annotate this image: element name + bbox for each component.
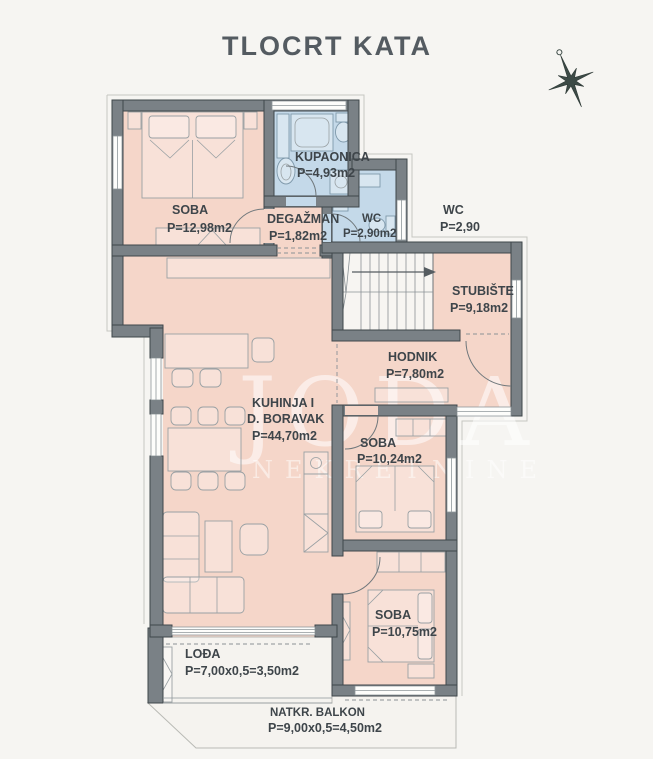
hall-closet [374,387,449,403]
toilet-icon [368,217,386,233]
pillow [148,115,190,139]
label-hodnik-name: HODNIK [388,350,437,364]
label-lodja-area: P=7,00x0,5=3,50m2 [185,664,299,678]
sink-icon [276,157,296,185]
label-soba2-area: P=10,24m2 [357,452,422,466]
room-labels: SOBA P=12,98m2 KUPAONICA P=4,93m2 DEGAŽM… [167,150,514,735]
sliding-glass-door [171,626,316,636]
door-arcs [229,165,512,595]
wardrobe [376,551,446,573]
outer-contour [107,94,528,696]
page-title: TLOCRT KATA [222,31,432,61]
label-soba3-name: SOBA [375,608,411,622]
island-table [164,333,249,369]
label-kupaonica-area: P=4,93m2 [297,166,355,180]
label-soba1-name: SOBA [172,203,208,217]
stair-direction-arrow [424,267,436,277]
label-soba1-area: P=12,98m2 [167,221,232,235]
chair [197,471,219,491]
dining-table [167,427,242,472]
label-kuhinja-name1: KUHINJA I [252,396,314,410]
door-openings [263,197,378,415]
label-wc-callout-area: P=2,90 [440,220,480,234]
bathroom-fixtures [276,112,353,195]
shelf [357,173,381,188]
bedroom3-furniture [334,551,446,679]
armchair [239,523,269,556]
chair [224,406,246,426]
chair [251,337,275,363]
sofa [162,511,200,583]
bathtub-inner [294,117,330,148]
compass-rose-icon [548,49,594,108]
walls [111,99,523,704]
label-soba3-area: P=10,75m2 [372,625,437,639]
chair [197,406,219,426]
label-kuhinja-area: P=44,70m2 [252,429,317,443]
label-degazman-area: P=1,82m2 [269,229,327,243]
label-lodja-name: LOĐA [185,647,220,661]
nightstand [243,111,258,130]
stairs [342,252,436,331]
coffee-table [204,520,233,573]
kitchen-counter-top [166,257,331,279]
label-soba2-name: SOBA [360,436,396,450]
label-hodnik-area: P=7,80m2 [386,367,444,381]
kitchen-corner-unit [303,513,329,553]
sofa [162,576,245,614]
chair [170,406,192,426]
label-stubiste-area: P=9,18m2 [450,301,508,315]
chair [170,471,192,491]
pillow [417,592,433,624]
pillow [358,510,383,529]
label-stubiste-name: STUBIŠTE [452,283,514,298]
pillow [195,115,237,139]
kitchen-sink-unit [303,451,329,475]
watermark-line2: NEKRETNINE [252,456,549,484]
label-kuhinja-name2: D. BORAVAK [247,412,324,426]
label-degazman-name: DEGAŽMAN [267,211,339,226]
wc-fixtures [332,173,396,235]
chair [224,471,246,491]
nightstand [407,663,435,679]
bedroom1-furniture [127,111,261,247]
shelf [276,113,290,159]
chair [171,368,194,388]
label-balkon-name: NATKR. BALKON [270,707,365,719]
pillow [407,510,432,529]
kitchen-counter [303,473,329,515]
nightstand [127,111,142,130]
wardrobe [395,418,447,437]
bedroom2-furniture [355,418,447,533]
dashed-lines [166,247,509,701]
label-balkon-area: P=9,00x0,5=4,50m2 [268,721,382,735]
label-kupaonica-name: KUPAONICA [295,150,370,164]
windows [112,100,522,704]
label-wc-area: P=2,90m2 [343,228,396,240]
chair [199,368,222,388]
bathtub [290,113,334,152]
label-wc-callout-name: WC [443,203,464,217]
toilet-tank [385,215,396,235]
label-wc-name: WC [362,213,381,225]
pillow [417,628,433,660]
